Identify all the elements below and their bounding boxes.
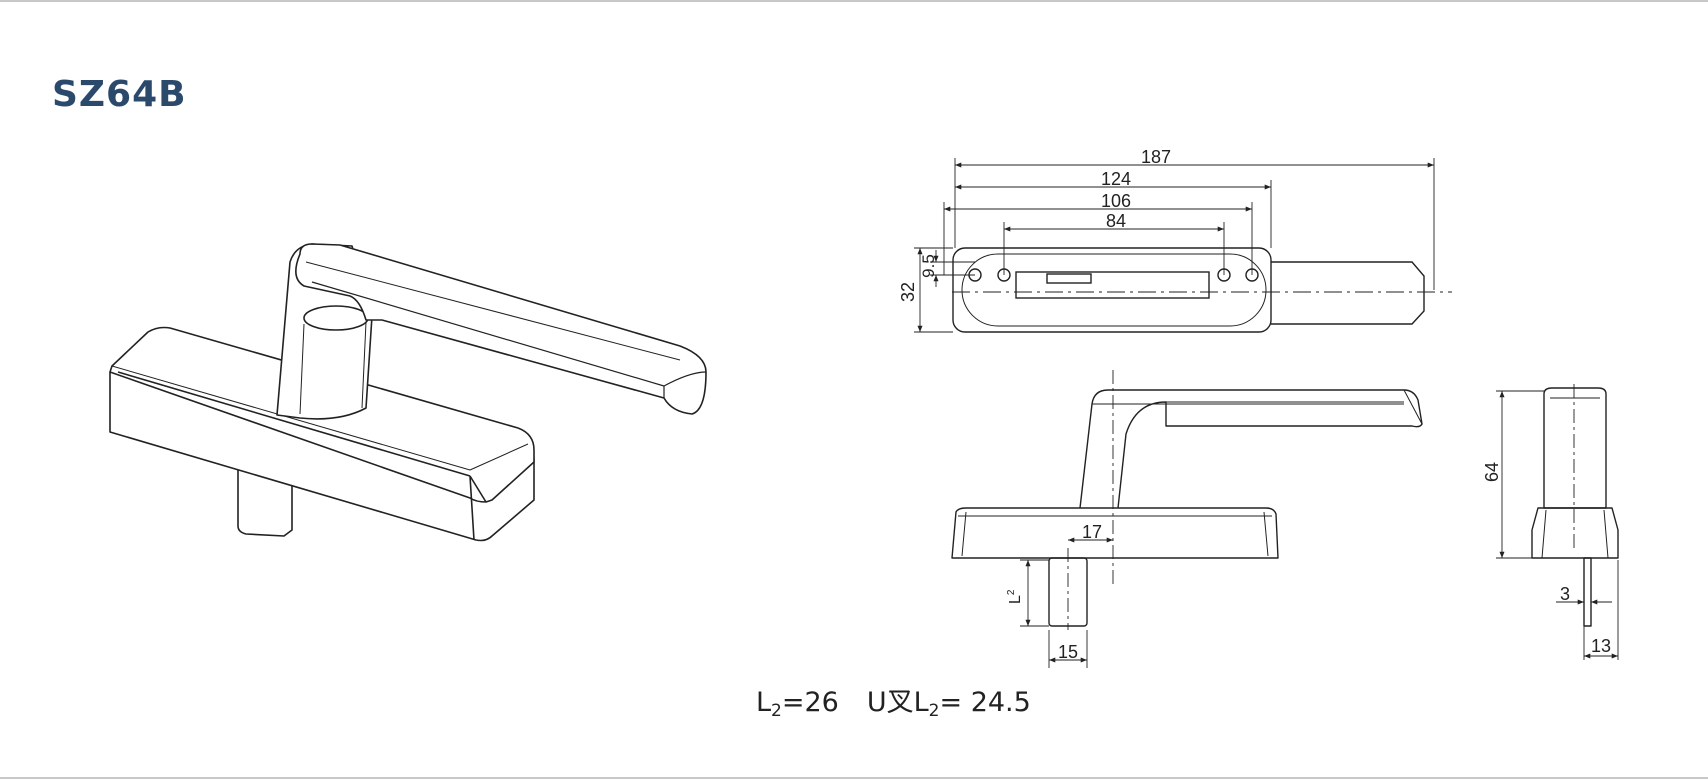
top-view-lever xyxy=(1271,261,1425,325)
dim-64: 64 xyxy=(1482,462,1502,482)
dim-9-5: 9.5 xyxy=(919,254,938,278)
side-view-neck xyxy=(1543,387,1607,509)
top-border xyxy=(0,0,1708,2)
note-l2-subscript: 2 xyxy=(771,701,782,721)
side-view-spindle xyxy=(1583,557,1592,627)
dim-84: 84 xyxy=(1106,211,1126,231)
dim-106: 106 xyxy=(1101,191,1131,211)
dim-3: 3 xyxy=(1560,584,1570,604)
dim-13: 13 xyxy=(1591,636,1611,656)
dim-15: 15 xyxy=(1058,642,1078,662)
side-view xyxy=(1531,384,1619,627)
note-l2-letter: L xyxy=(756,687,772,718)
top-view-dimensions xyxy=(914,158,1435,333)
note-u-prefix: U叉L xyxy=(866,687,929,718)
note-l2-value: =26 xyxy=(781,687,839,718)
side-view-base xyxy=(1531,507,1619,559)
dim-187: 187 xyxy=(1141,147,1171,167)
dim-32: 32 xyxy=(898,282,918,302)
top-view xyxy=(952,247,1452,333)
top-view-plate xyxy=(952,247,1272,333)
dim-17: 17 xyxy=(1082,522,1102,542)
handle-isometric-view xyxy=(109,243,707,542)
bottom-border xyxy=(0,777,1708,779)
front-view-dimensions xyxy=(1020,537,1113,668)
side-view-dimensions xyxy=(1496,390,1619,660)
front-view xyxy=(951,370,1423,630)
product-code: SZ64B xyxy=(52,74,187,115)
dim-124: 124 xyxy=(1101,169,1131,189)
front-view-lever xyxy=(1079,389,1423,509)
dim-l2-subscript: 2 xyxy=(1006,589,1017,595)
note-u-value: = 24.5 xyxy=(939,687,1031,718)
dim-l2: L2 xyxy=(1006,589,1024,604)
note-u-subscript: 2 xyxy=(928,701,940,721)
dim-l2-letter: L xyxy=(1007,595,1024,604)
front-view-plate xyxy=(951,507,1279,559)
